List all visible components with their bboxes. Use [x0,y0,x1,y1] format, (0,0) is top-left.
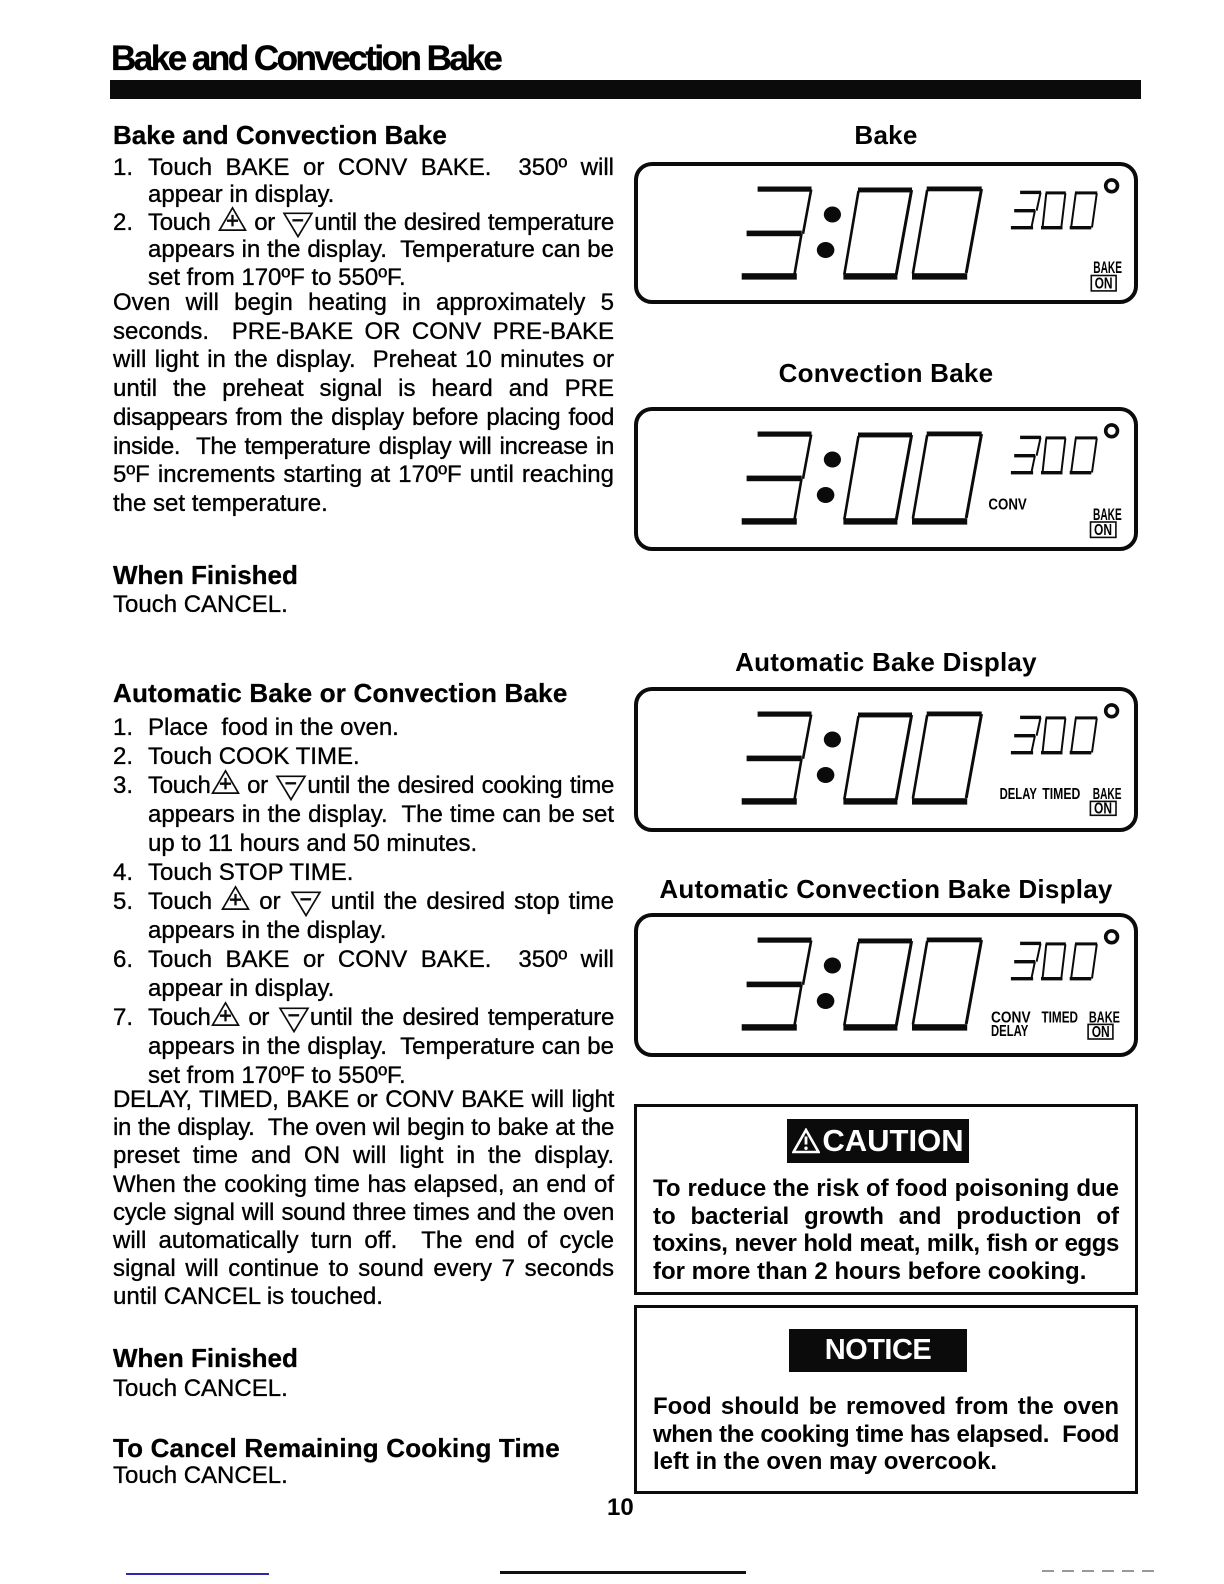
svg-text:DELAY: DELAY [991,1023,1029,1040]
svg-text:BAKE: BAKE [1093,506,1122,524]
svg-text:BAKE: BAKE [1089,1010,1120,1027]
svg-text:CONV: CONV [991,1010,1031,1027]
svg-text:TIMED: TIMED [1042,1010,1079,1027]
svg-text:TIMED: TIMED [1042,786,1080,803]
svg-text:CONV: CONV [988,496,1027,513]
svg-text:ON: ON [1092,1024,1110,1041]
svg-text:BAKE: BAKE [1093,786,1122,803]
svg-text:DELAY: DELAY [1000,786,1038,803]
svg-text:BAKE: BAKE [1093,259,1122,277]
svg-text:ON: ON [1094,522,1112,539]
svg-text:ON: ON [1095,276,1113,293]
svg-text:ON: ON [1094,801,1112,818]
